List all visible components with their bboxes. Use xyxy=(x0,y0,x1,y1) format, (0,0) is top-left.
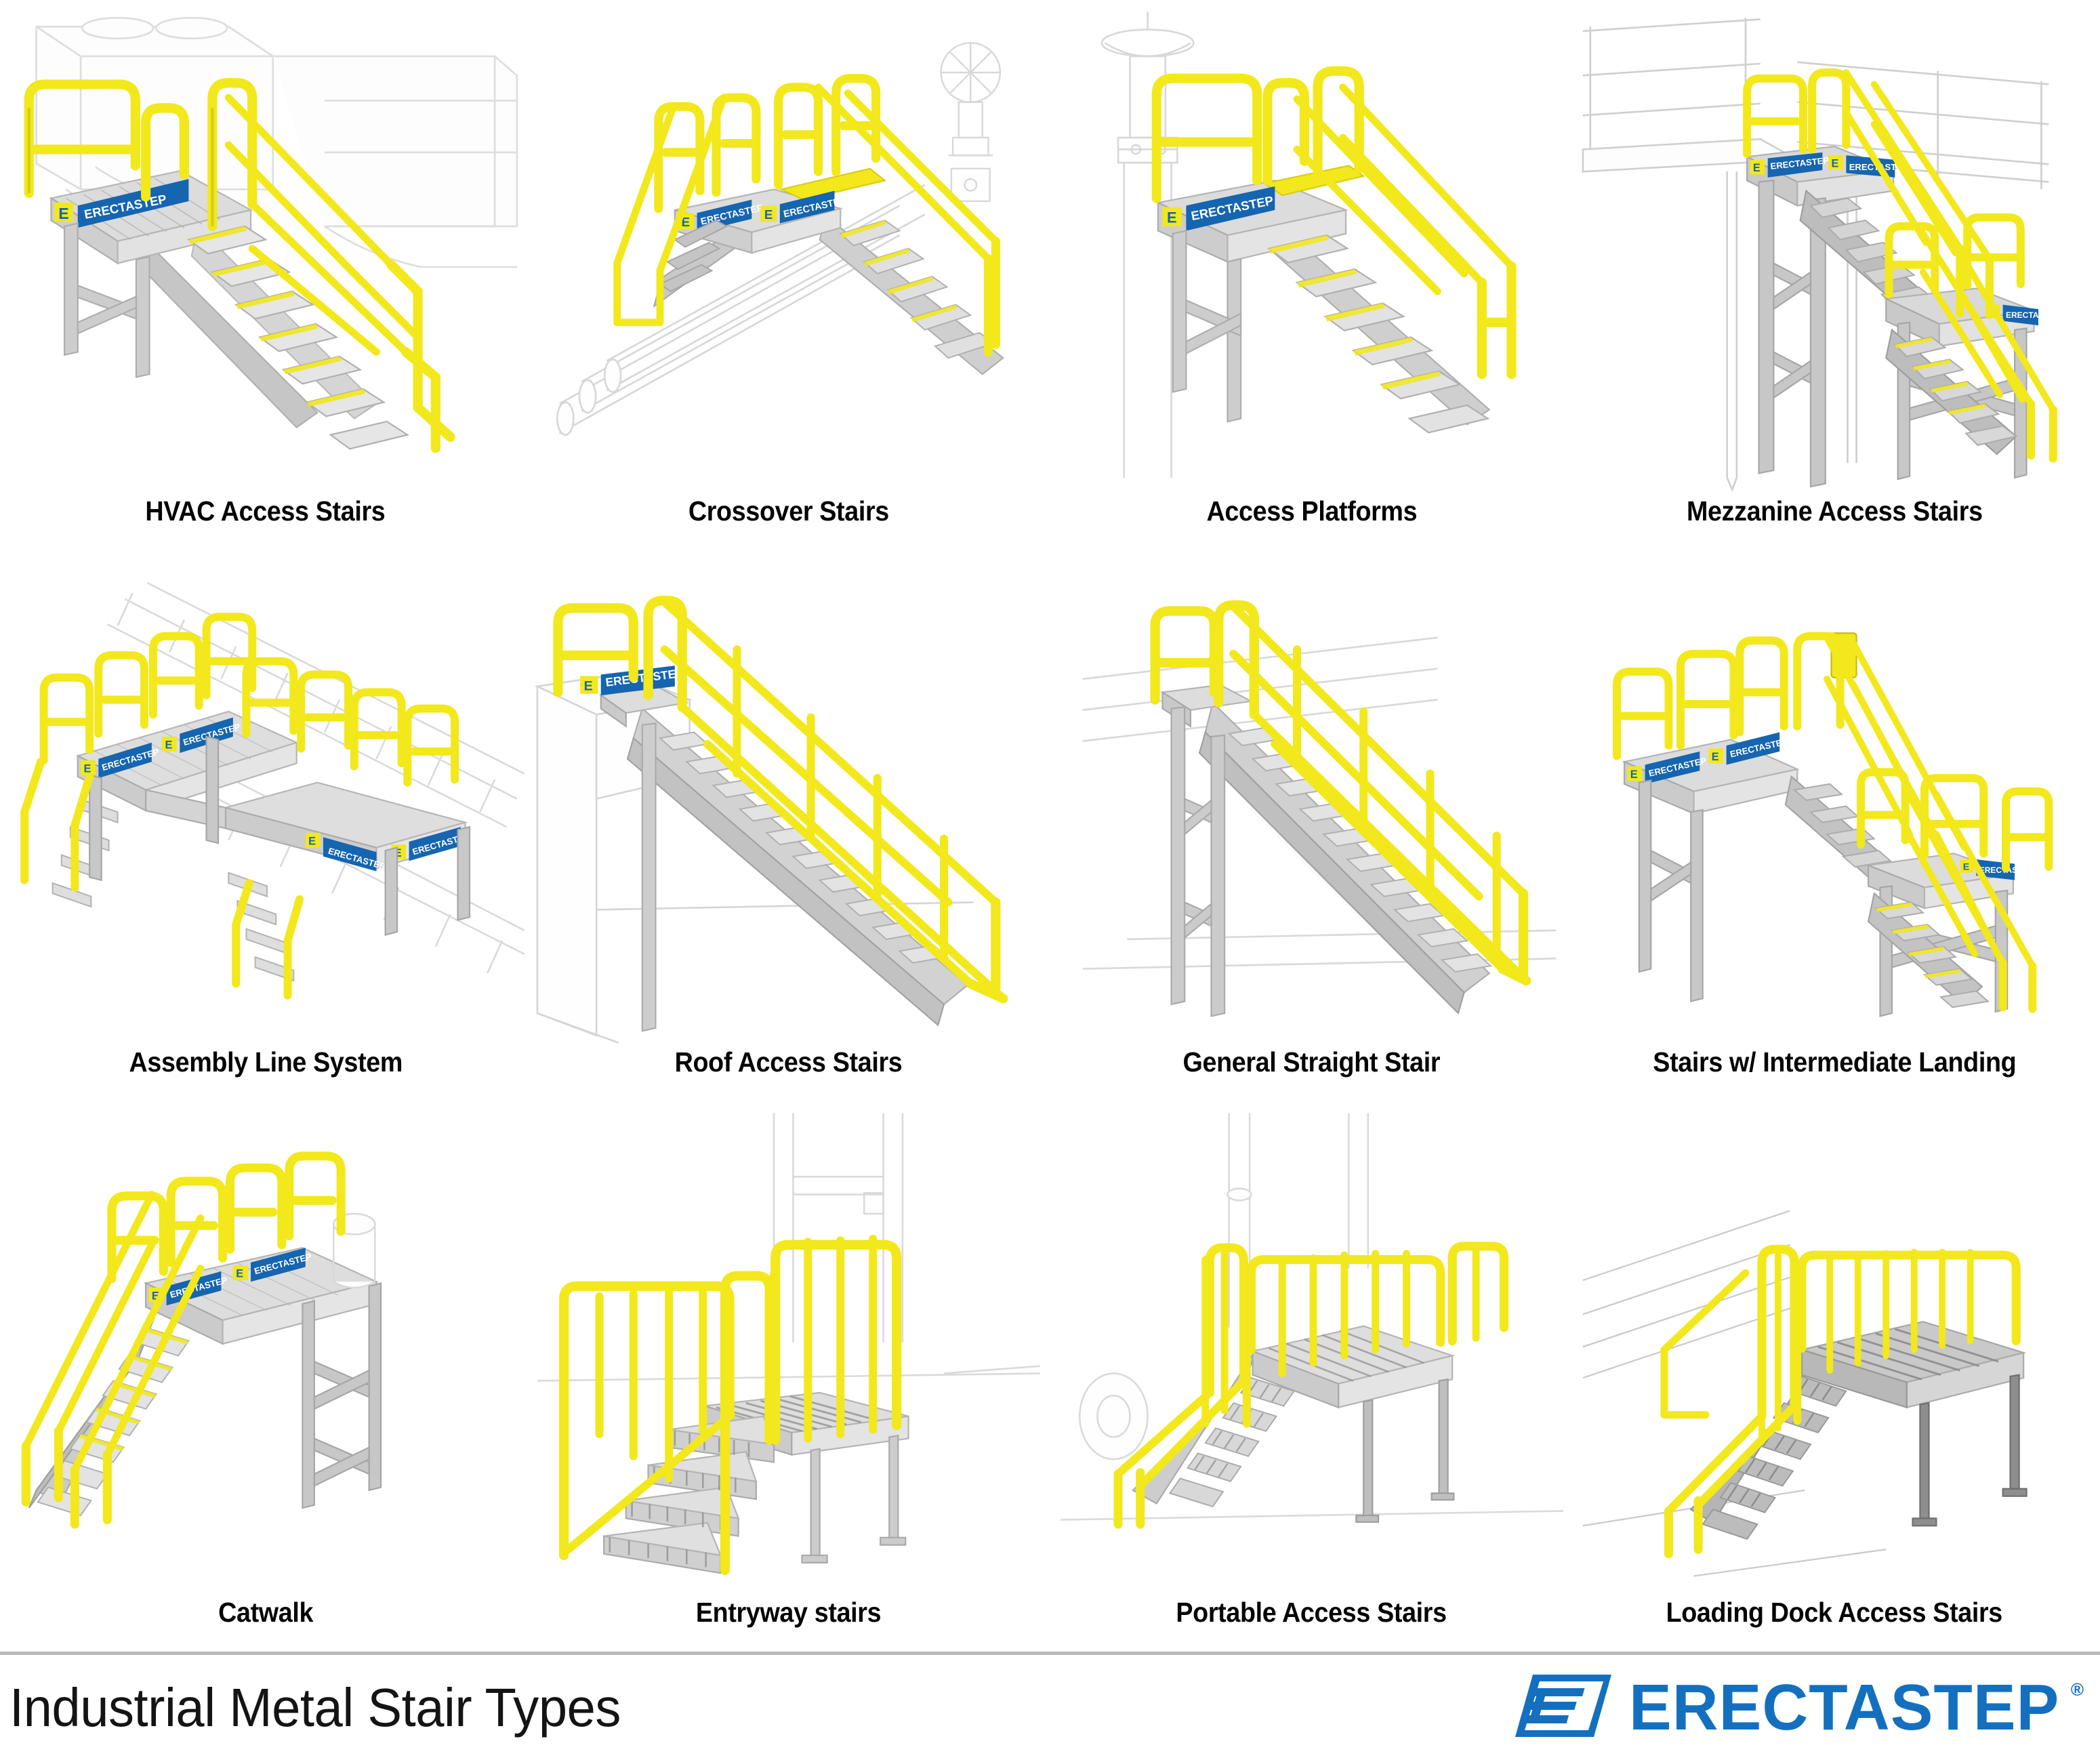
grid-cell-portable-access-stairs[interactable]: Portable Access Stairs xyxy=(1050,1101,1573,1652)
product-caption: Mezzanine Access Stairs xyxy=(1686,495,1983,527)
product-caption: Assembly Line System xyxy=(129,1046,403,1078)
grid-cell-crossover-stairs[interactable]: E ERECTASTEP E ERECTASTEP xyxy=(527,0,1050,550)
svg-text:ERECTASTEP: ERECTASTEP xyxy=(2006,310,2060,320)
svg-text:E: E xyxy=(583,679,592,694)
product-illustration-roof: E ERECTASTEP xyxy=(530,554,1048,1044)
grid-cell-roof-access-stairs[interactable]: E ERECTASTEP xyxy=(527,550,1050,1101)
product-illustration-dock xyxy=(1576,1105,2093,1594)
product-caption: HVAC Access Stairs xyxy=(145,495,386,527)
svg-text:E: E xyxy=(764,207,773,222)
product-illustration-straight xyxy=(1053,554,1571,1043)
svg-text:E: E xyxy=(308,836,316,848)
product-illustration-catwalk: E ERECTASTEP E ERECTASTEP xyxy=(7,1105,524,1594)
product-caption: General Straight Stair xyxy=(1182,1046,1441,1078)
svg-text:E: E xyxy=(1712,751,1719,763)
product-illustration-landing: E ERECTASTEP E ERECTASTEP xyxy=(1576,554,2093,1043)
product-illustration-portable xyxy=(1053,1105,1571,1594)
svg-text:E: E xyxy=(681,215,689,229)
page-title: Industrial Metal Stair Types xyxy=(9,1677,621,1738)
svg-text:E: E xyxy=(236,1267,243,1280)
product-illustration-mezzanine: E ERECTASTEP E ERECTASTEP xyxy=(1576,4,2093,493)
product-caption: Catwalk xyxy=(218,1596,313,1628)
registered-trademark-icon: ® xyxy=(2070,1679,2084,1700)
grid-cell-stairs-w-intermediate-landing[interactable]: E ERECTASTEP E ERECTASTEP xyxy=(1573,550,2096,1101)
brand-logo[interactable]: ERECTASTEP ® xyxy=(1512,1671,2088,1744)
svg-text:E: E xyxy=(58,205,68,222)
product-illustration-hvac: E ERECTASTEP xyxy=(7,4,524,493)
product-caption: Loading Dock Access Stairs xyxy=(1666,1596,2003,1628)
grid-cell-general-straight-stair[interactable]: General Straight Stair xyxy=(1050,550,1573,1101)
brand-wordmark: ERECTASTEP ® xyxy=(1629,1675,2084,1740)
erectastep-mark-icon xyxy=(1512,1671,1614,1744)
brand-name-text: ERECTASTEP xyxy=(1628,1671,2059,1744)
svg-text:E: E xyxy=(1630,769,1638,781)
product-grid: E ERECTASTEP xyxy=(4,0,2096,1652)
grid-cell-hvac-access-stairs[interactable]: E ERECTASTEP xyxy=(4,0,527,550)
product-caption: Crossover Stairs xyxy=(688,495,889,527)
svg-text:E: E xyxy=(1753,162,1761,174)
product-caption: Access Platforms xyxy=(1206,495,1417,527)
product-caption: Entryway stairs xyxy=(695,1596,882,1628)
grid-cell-entryway-stairs[interactable]: Entryway stairs xyxy=(527,1101,1050,1652)
product-illustration-crossover: E ERECTASTEP E ERECTASTEP xyxy=(530,4,1048,493)
grid-cell-catwalk[interactable]: E ERECTASTEP E ERECTASTEP xyxy=(4,1101,527,1652)
product-caption: Portable Access Stairs xyxy=(1176,1596,1447,1628)
svg-text:E: E xyxy=(1167,209,1177,226)
grid-cell-assembly-line-system[interactable]: E ERECTASTEP E ERECTASTEP E xyxy=(4,550,527,1101)
product-caption: Roof Access Stairs xyxy=(674,1046,903,1078)
product-illustration-platform: E ERECTASTEP xyxy=(1053,4,1571,493)
svg-text:E: E xyxy=(1832,158,1839,170)
svg-text:E: E xyxy=(165,739,172,752)
product-illustration-assembly: E ERECTASTEP E ERECTASTEP E xyxy=(7,554,524,1043)
product-caption: Stairs w/ Intermediate Landing xyxy=(1653,1046,2017,1078)
grid-cell-loading-dock-access-stairs[interactable]: Loading Dock Access Stairs xyxy=(1573,1101,2096,1652)
svg-text:E: E xyxy=(83,763,91,775)
product-illustration-entryway xyxy=(530,1105,1048,1594)
svg-text:E: E xyxy=(1963,862,1969,873)
footer-bar: Industrial Metal Stair Types ERECTASTEP … xyxy=(0,1652,2100,1760)
svg-text:E: E xyxy=(394,847,402,859)
grid-cell-mezzanine-access-stairs[interactable]: E ERECTASTEP E ERECTASTEP xyxy=(1573,0,2096,550)
svg-text:E: E xyxy=(152,1290,159,1302)
grid-cell-access-platforms[interactable]: E ERECTASTEP xyxy=(1050,0,1573,550)
